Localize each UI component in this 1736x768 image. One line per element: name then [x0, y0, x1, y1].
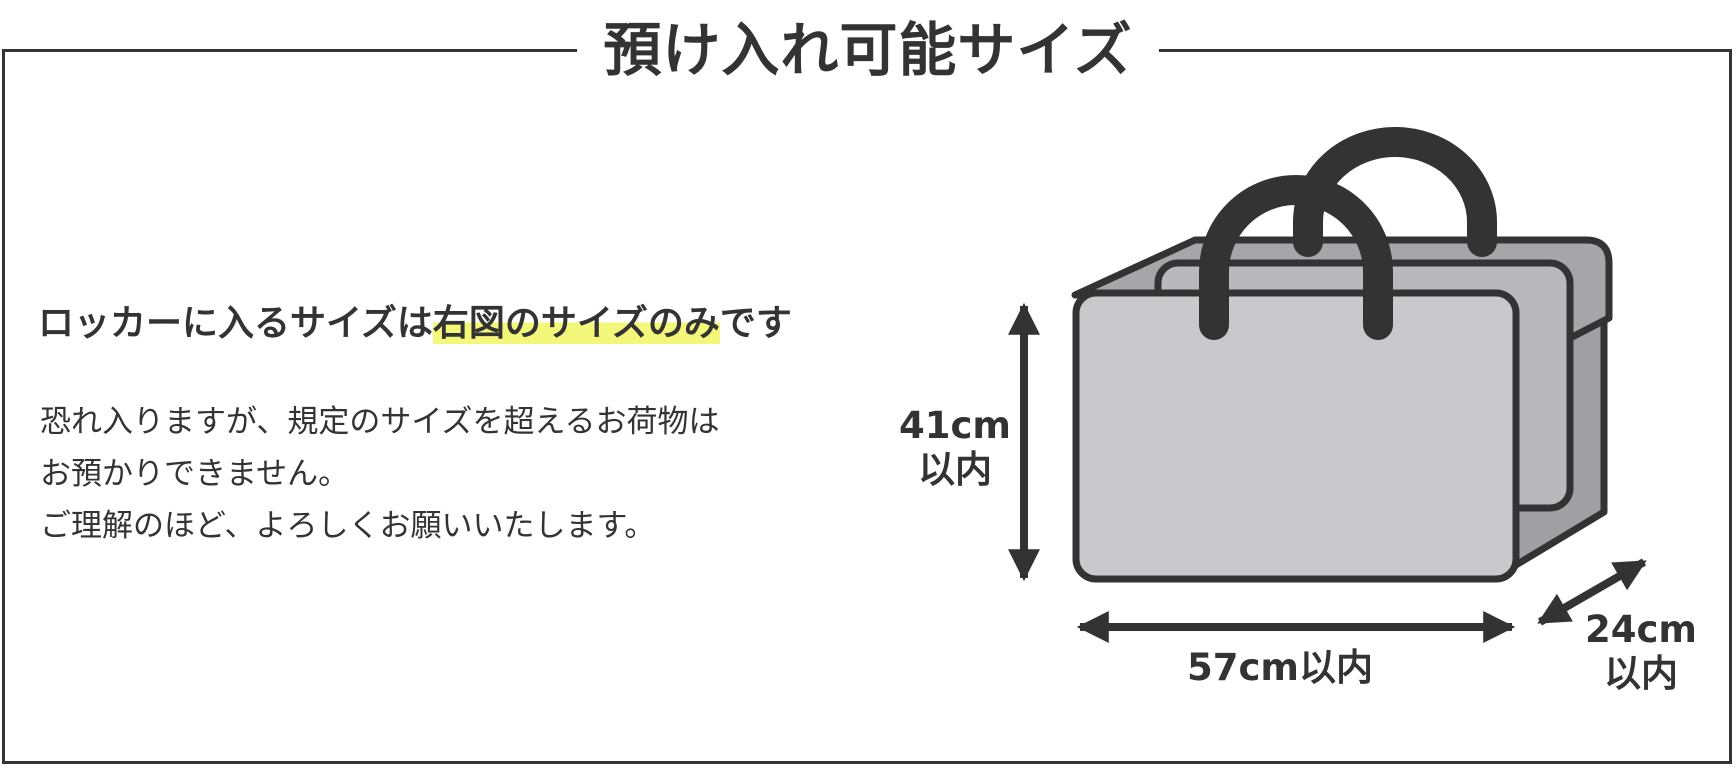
notice-text: 恐れ入りますが、規定のサイズを超えるお荷物は お預かりできません。 ご理解のほど…	[40, 396, 720, 552]
width-label: 57cm以内	[1187, 646, 1373, 689]
bag-front-panel	[1072, 289, 1520, 583]
height-label: 41cm 以内	[890, 404, 1020, 492]
heading-text-before: ロッカーに入るサイズは	[38, 303, 433, 344]
heading-highlight: 右図のサイズのみ	[432, 303, 720, 344]
notice-line-3: ご理解のほど、よろしくお願いいたします。	[40, 508, 656, 544]
depth-arrow	[1537, 558, 1647, 626]
height-suffix: 以内	[918, 448, 992, 491]
notice-line-1: 恐れ入りますが、規定のサイズを超えるお荷物は	[40, 404, 720, 440]
page-title: 預け入れ可能サイズ	[577, 14, 1159, 86]
depth-label: 24cm 以内	[1576, 608, 1706, 696]
depth-value: 24cm	[1585, 608, 1697, 651]
bag-illustration	[1071, 127, 1613, 583]
title-bar: 預け入れ可能サイズ	[0, 14, 1736, 86]
locker-size-heading: ロッカーに入るサイズは右図のサイズのみです	[38, 300, 792, 348]
notice-line-2: お預かりできません。	[40, 456, 350, 492]
heading-text-after: です	[719, 303, 792, 344]
height-value: 41cm	[899, 404, 1011, 447]
bag-front-handle	[1199, 175, 1393, 340]
depth-suffix: 以内	[1604, 652, 1678, 695]
